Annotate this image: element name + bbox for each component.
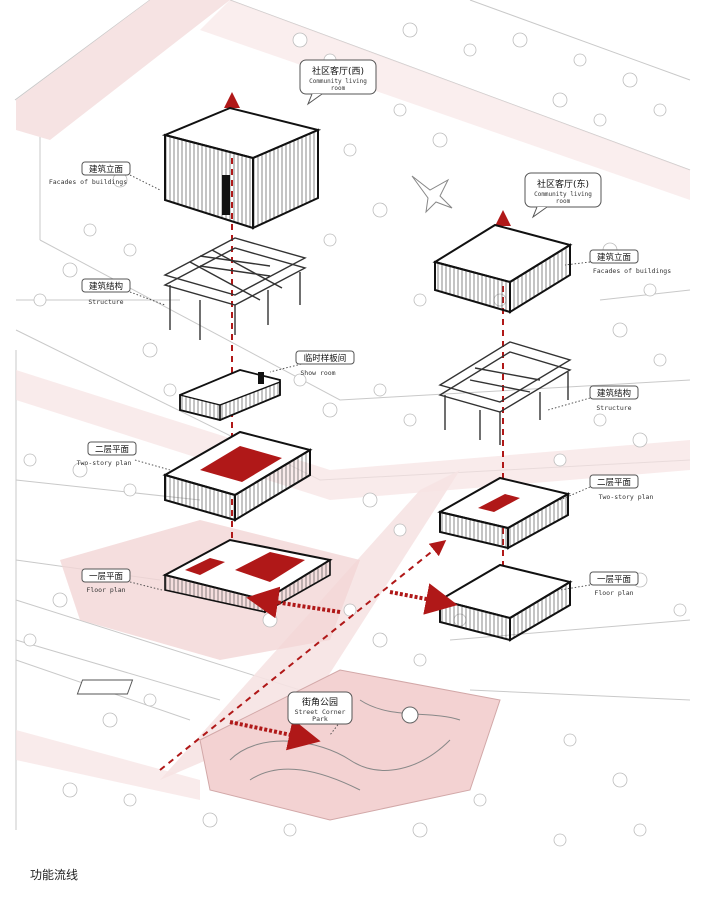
west-living-room-cn: 社区客厅(西) <box>312 65 364 77</box>
leader-lines <box>129 174 591 736</box>
east-living-room-cn: 社区客厅(东) <box>537 178 589 190</box>
structure-left-cn: 建筑结构 <box>89 281 123 292</box>
floor-left-label: 一层平面 Floor plan <box>81 568 131 594</box>
west-living-room-en1: Community living <box>309 78 367 85</box>
show-room-label: 临时样板间 Show room <box>295 350 355 377</box>
show-room-cn: 临时样板间 <box>304 353 347 364</box>
show-room-block <box>179 369 281 422</box>
street-corner-park <box>76 669 501 821</box>
east-living-room-block <box>432 223 573 314</box>
west-living-room-en2: room <box>331 85 346 92</box>
park-label: 街角公园 Street Corner Park <box>287 691 353 725</box>
west-living-room-block <box>161 106 322 230</box>
east-living-room-en1: Community living <box>534 191 592 198</box>
facade-left-cn: 建筑立面 <box>89 164 124 175</box>
facade-right-label: 建筑立面 Facades of buildings <box>589 249 671 275</box>
facade-left-label: 建筑立面 Facades of buildings <box>49 161 131 186</box>
park-en1: Street Corner <box>295 708 346 716</box>
east-living-room-label: 社区客厅(东) Community living room <box>524 172 602 219</box>
floor-left-cn: 一层平面 <box>89 572 124 582</box>
facade-right-en: Facades of buildings <box>593 267 671 275</box>
left-floor-plan <box>162 538 333 614</box>
structure-right-en: Structure <box>596 404 631 412</box>
structure-left-en: Structure <box>88 298 123 306</box>
structure-right-label: 建筑结构 Structure <box>589 385 639 412</box>
left-two-story-plan <box>162 430 313 522</box>
west-living-room-label: 社区客厅(西) Community living room <box>299 59 377 106</box>
park-cn: 街角公园 <box>302 696 338 708</box>
right-two-story-plan <box>437 476 571 550</box>
facade-left-en: Facades of buildings <box>49 178 127 186</box>
right-structure-frame <box>438 341 572 445</box>
floor-right-label: 一层平面 Floor plan <box>589 571 639 597</box>
two-story-right-cn: 二层平面 <box>597 478 632 488</box>
facade-right-cn: 建筑立面 <box>597 252 632 263</box>
right-floor-plan <box>437 563 573 642</box>
two-story-left-en: Two-story plan <box>77 459 132 467</box>
two-story-right-label: 二层平面 Two-story plan <box>589 474 654 501</box>
floor-right-cn: 一层平面 <box>597 575 632 585</box>
structure-left-label: 建筑结构 Structure <box>81 278 131 306</box>
two-story-left-cn: 二层平面 <box>95 445 130 455</box>
floor-right-en: Floor plan <box>594 589 633 597</box>
figure-caption: 功能流线 <box>30 868 79 882</box>
two-story-right-en: Two-story plan <box>599 493 654 501</box>
floor-left-en: Floor plan <box>86 586 125 594</box>
two-story-left-label: 二层平面 Two-story plan <box>77 441 137 467</box>
bird-sketch <box>411 175 453 214</box>
structure-right-cn: 建筑结构 <box>597 388 631 399</box>
show-room-en: Show room <box>300 369 335 377</box>
east-living-room-en2: room <box>556 198 571 205</box>
park-en2: Park <box>312 715 328 723</box>
left-structure-frame <box>163 237 307 340</box>
ground-flow-arrows <box>159 539 458 771</box>
